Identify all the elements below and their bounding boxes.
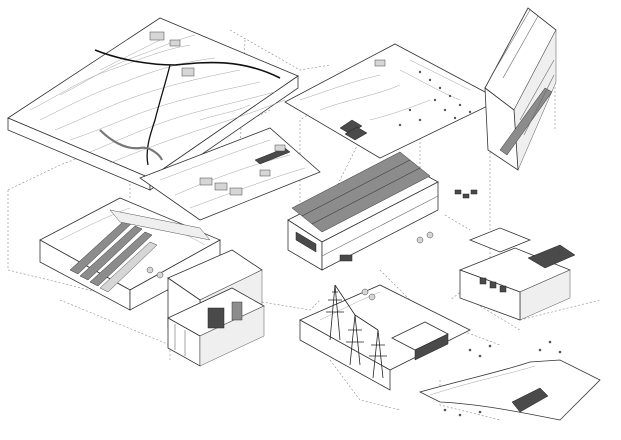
central-factory-building	[287, 151, 439, 271]
scattered-vehicles-and-trees	[146, 189, 478, 301]
elongated-shed-building	[484, 7, 557, 171]
container-unit	[167, 287, 265, 367]
curved-roadway	[418, 340, 601, 421]
village-cluster-right	[458, 227, 576, 321]
greenhouse-plot-left	[39, 197, 221, 311]
site-plan-middle	[139, 127, 321, 221]
site-terrain-upper	[284, 43, 501, 159]
power-pylon-site	[299, 284, 471, 391]
